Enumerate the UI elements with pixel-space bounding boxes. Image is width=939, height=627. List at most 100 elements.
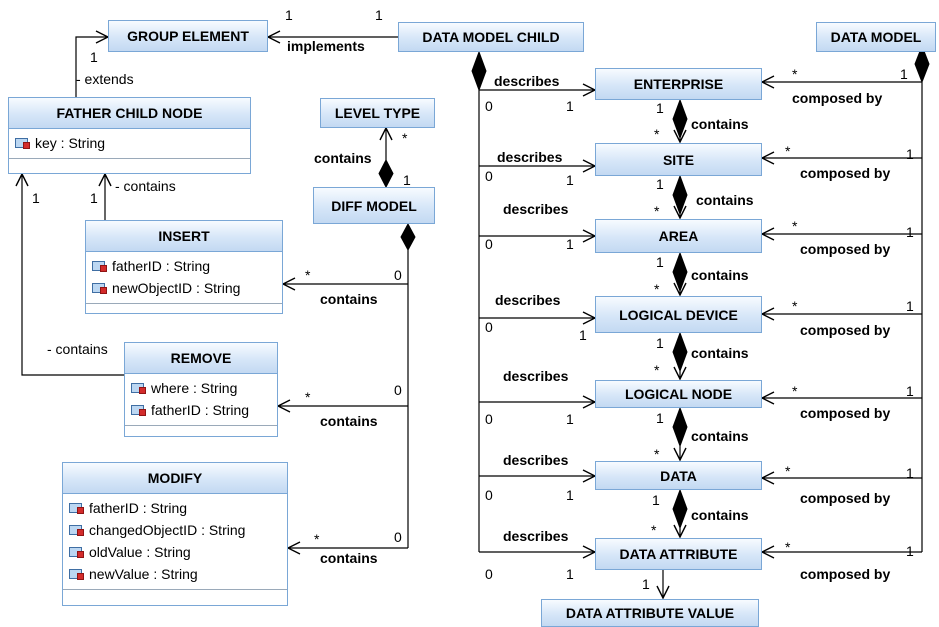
attribute[interactable]: fatherID : String — [131, 399, 271, 421]
diff-insert-contains-label: contains — [320, 291, 378, 307]
attribute-icon — [69, 524, 85, 536]
class-data-model-child[interactable]: DATA MODEL CHILD — [398, 22, 584, 52]
class-enterprise[interactable]: ENTERPRISE — [595, 68, 762, 100]
remove-contains-line — [22, 174, 124, 376]
class-name: DATA ATTRIBUTE VALUE — [542, 600, 758, 626]
class-data-attribute-value[interactable]: DATA ATTRIBUTE VALUE — [541, 599, 759, 627]
class-name: INSERT — [86, 221, 282, 252]
attribute[interactable]: fatherID : String — [92, 255, 276, 277]
multiplicity: * — [402, 130, 408, 146]
attribute[interactable]: oldValue : String — [69, 541, 281, 563]
chain-contains-label: contains — [691, 267, 749, 283]
attribute-icon — [69, 568, 85, 580]
extends-line — [75, 37, 108, 97]
class-father-child-node[interactable]: FATHER CHILD NODE key : String — [8, 97, 251, 174]
multiplicity: 0 — [485, 411, 493, 427]
level-contains-label: contains — [314, 150, 372, 166]
multiplicity: 1 — [90, 49, 98, 65]
attribute-label: where : String — [151, 380, 238, 396]
multiplicity: 1 — [566, 236, 574, 252]
attribute[interactable]: key : String — [15, 132, 244, 154]
remove-contains-label: - contains — [47, 341, 108, 357]
describes-label: describes — [503, 452, 569, 468]
multiplicity: 1 — [906, 146, 914, 162]
multiplicity: 0 — [485, 319, 493, 335]
class-name: DATA MODEL — [817, 23, 935, 51]
attribute[interactable]: changedObjectID : String — [69, 519, 281, 541]
class-remove[interactable]: REMOVE where : String fatherID : String — [124, 342, 278, 437]
describes-label: describes — [503, 368, 569, 384]
multiplicity: 1 — [90, 190, 98, 206]
class-logical-node[interactable]: LOGICAL NODE — [595, 380, 762, 408]
multiplicity: 1 — [32, 190, 40, 206]
class-name: DIFF MODEL — [314, 188, 434, 223]
multiplicity: 1 — [906, 224, 914, 240]
attribute[interactable]: fatherID : String — [69, 497, 281, 519]
class-name: LOGICAL NODE — [596, 381, 761, 407]
class-name: DATA — [596, 462, 761, 489]
class-name: SITE — [596, 144, 761, 175]
multiplicity: * — [792, 218, 798, 234]
multiplicity: 1 — [642, 576, 650, 592]
class-modify[interactable]: MODIFY fatherID : String changedObjectID… — [62, 462, 288, 606]
class-name: REMOVE — [125, 343, 277, 374]
class-name: MODIFY — [63, 463, 287, 494]
class-logical-device[interactable]: LOGICAL DEVICE — [595, 296, 762, 333]
attribute-icon — [131, 404, 147, 416]
attribute-icon — [92, 282, 108, 294]
class-area[interactable]: AREA — [595, 219, 762, 253]
attribute-label: fatherID : String — [112, 258, 211, 274]
diamond-dmc-describes — [471, 50, 487, 92]
multiplicity: * — [654, 362, 660, 378]
multiplicity: 1 — [566, 172, 574, 188]
describes-label: describes — [494, 73, 560, 89]
attribute-label: newObjectID : String — [112, 280, 241, 296]
attribute-label: fatherID : String — [151, 402, 250, 418]
composed-by-label: composed by — [800, 405, 891, 421]
attribute[interactable]: where : String — [131, 377, 271, 399]
attribute-label: key : String — [35, 135, 106, 151]
class-group-element[interactable]: GROUP ELEMENT — [108, 20, 268, 52]
class-data-model[interactable]: DATA MODEL — [816, 22, 936, 52]
class-level-type[interactable]: LEVEL TYPE — [320, 98, 435, 128]
class-data-attribute[interactable]: DATA ATTRIBUTE — [595, 538, 762, 570]
class-diff-model[interactable]: DIFF MODEL — [313, 187, 435, 224]
class-data[interactable]: DATA — [595, 461, 762, 490]
multiplicity: 0 — [394, 529, 402, 545]
multiplicity: 1 — [566, 98, 574, 114]
class-insert[interactable]: INSERT fatherID : String newObjectID : S… — [85, 220, 283, 314]
multiplicity: 1 — [566, 487, 574, 503]
multiplicity: 1 — [656, 410, 664, 426]
diamond-diff-contains — [400, 222, 416, 252]
attribute-label: fatherID : String — [89, 500, 188, 516]
multiplicity: 0 — [485, 168, 493, 184]
attribute-icon — [69, 502, 85, 514]
multiplicity: 0 — [485, 566, 493, 582]
attributes-compartment: fatherID : String changedObjectID : Stri… — [63, 494, 287, 590]
multiplicity: * — [305, 267, 311, 283]
diff-modify-contains-label: contains — [320, 550, 378, 566]
chain-contains-label: contains — [691, 507, 749, 523]
multiplicity: 1 — [375, 7, 383, 23]
chain-contains-label: contains — [696, 192, 754, 208]
attribute-icon — [15, 137, 31, 149]
multiplicity: 1 — [566, 411, 574, 427]
attribute[interactable]: newValue : String — [69, 563, 281, 585]
attribute-icon — [92, 260, 108, 272]
multiplicity: 1 — [906, 543, 914, 559]
multiplicity: 1 — [656, 335, 664, 351]
attribute-label: changedObjectID : String — [89, 522, 246, 538]
composed-by-label: composed by — [792, 90, 883, 106]
chain-contains-label: contains — [691, 428, 749, 444]
multiplicity: 1 — [906, 298, 914, 314]
multiplicity: * — [654, 446, 660, 462]
attribute-label: oldValue : String — [89, 544, 191, 560]
class-site[interactable]: SITE — [595, 143, 762, 176]
attribute-icon — [69, 546, 85, 558]
multiplicity: * — [654, 126, 660, 142]
attribute[interactable]: newObjectID : String — [92, 277, 276, 299]
multiplicity: * — [314, 531, 320, 547]
implements-label: implements — [287, 38, 365, 54]
diamond-diff-level — [378, 158, 394, 189]
